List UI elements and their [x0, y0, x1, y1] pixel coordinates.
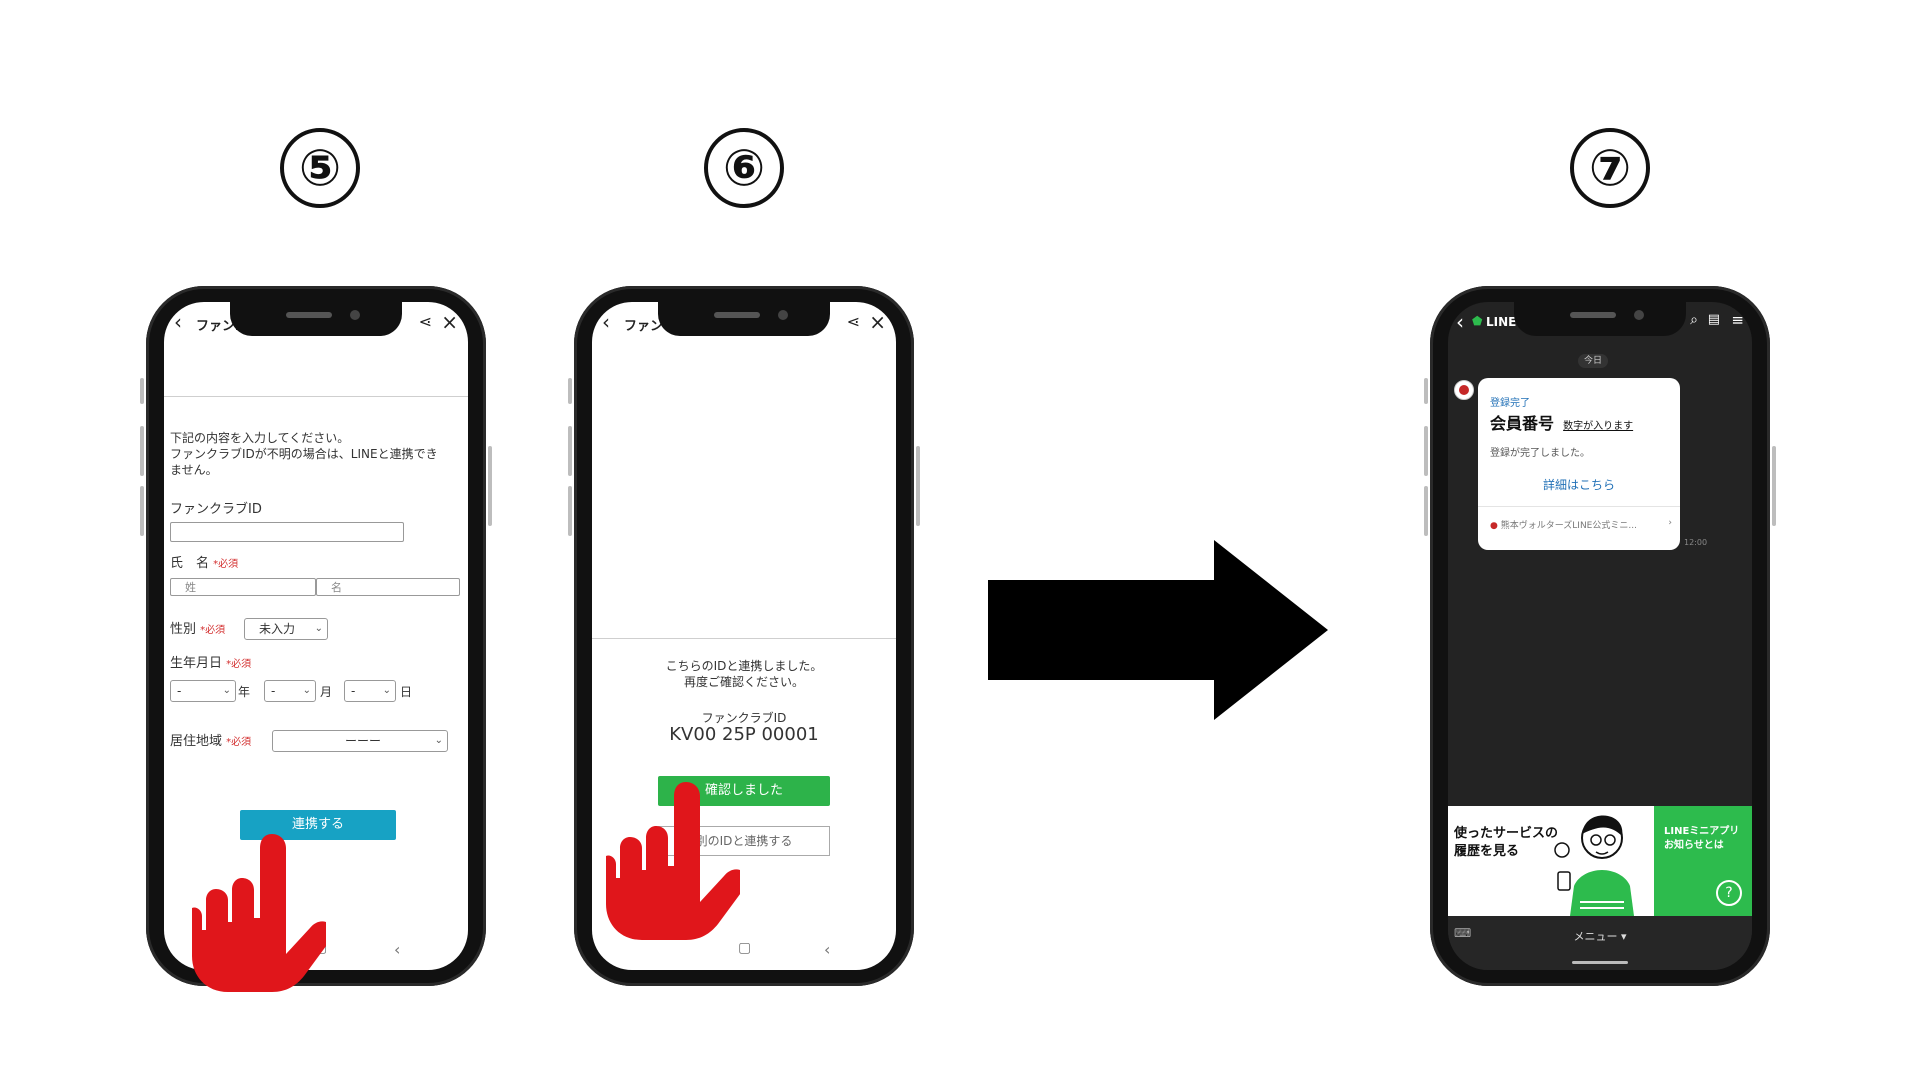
required-badge: *必須	[200, 625, 226, 636]
person-illustration	[1554, 815, 1634, 916]
pointing-hand-icon	[606, 782, 740, 940]
chevron-down-icon: ⌄	[302, 685, 311, 696]
shield-icon: ⬟	[1472, 314, 1483, 328]
birth-year-value: -	[177, 684, 182, 698]
promo-banner[interactable]: 使ったサービスの 履歴を見る LINEミニアプリ お知らせとは ?	[1448, 806, 1752, 916]
phone7-screen: ‹ ⬟ LINE ⌕ ▤ ≡ 今日 登録完了 会員番号 数字が入ります 登録が完…	[1448, 302, 1752, 970]
fanclub-id-label: ファンクラブID	[701, 711, 787, 725]
chevron-right-icon: ›	[1668, 518, 1672, 528]
last-name-input[interactable]: 姓	[170, 578, 316, 596]
rich-menu-bar: ⌨ メニュー ▾	[1448, 916, 1752, 970]
instruction-line-1: 下記の内容を入力してください。	[170, 431, 350, 445]
phone5-screen: ‹ ファン… ⋖ × 下記の内容を入力してください。 ファンクラブIDが不明の場…	[164, 302, 468, 970]
close-icon[interactable]: ×	[441, 310, 458, 334]
gender-label: 性別 *必須	[170, 622, 225, 639]
birth-day-select[interactable]: - ⌄	[344, 680, 396, 702]
menu-icon[interactable]: ≡	[1731, 311, 1744, 329]
avatar	[1454, 380, 1474, 400]
day-unit: 日	[400, 685, 413, 699]
step-number-6: ⑥	[704, 128, 784, 208]
source-logo-icon: ●	[1490, 521, 1498, 531]
region-label: 居住地域 *必須	[170, 734, 251, 751]
details-link[interactable]: 詳細はこちら	[1542, 478, 1615, 492]
date-chip: 今日	[1578, 354, 1608, 368]
birth-month-select[interactable]: - ⌄	[264, 680, 316, 702]
message-time: 12:00	[1684, 538, 1708, 547]
chat-title: LINE	[1486, 315, 1517, 329]
card-heading-text: 会員番号	[1490, 414, 1555, 433]
promo-green-panel[interactable]: LINEミニアプリ お知らせとは ?	[1654, 806, 1752, 916]
promo-text-line-2: 履歴を見る	[1454, 844, 1520, 859]
fanclub-id-input[interactable]	[170, 522, 404, 542]
phone6-topbar: ‹ ファン ⋖ ×	[592, 302, 896, 342]
name-label-text: 氏 名	[170, 556, 210, 571]
phone6-screen: ‹ ファン ⋖ × こちらのIDと連携しました。 再度ご確認ください。 ファンク…	[592, 302, 896, 970]
required-badge: *必須	[226, 659, 252, 670]
page-title: ファン	[624, 319, 664, 334]
notes-icon[interactable]: ▤	[1707, 312, 1720, 327]
step-number-7: ⑦	[1570, 128, 1650, 208]
pointing-hand-icon	[192, 834, 326, 992]
close-icon[interactable]: ×	[869, 310, 886, 334]
gender-label-text: 性別	[170, 622, 197, 637]
phone-step-5: ‹ ファン… ⋖ × 下記の内容を入力してください。 ファンクラブIDが不明の場…	[140, 286, 492, 992]
keyboard-icon[interactable]: ⌨	[1454, 926, 1472, 940]
back-icon[interactable]: ‹	[602, 310, 610, 334]
chevron-down-icon: ⌄	[434, 735, 443, 746]
share-icon[interactable]: ⋖	[418, 312, 432, 331]
required-badge: *必須	[213, 559, 239, 570]
chevron-down-icon: ⌄	[222, 685, 231, 696]
home-icon[interactable]: ▢	[738, 940, 752, 956]
name-label: 氏 名 *必須	[170, 556, 238, 573]
chevron-down-icon: ⌄	[314, 623, 323, 634]
instruction-line-3: ません。	[170, 463, 218, 477]
first-name-input[interactable]: 名	[316, 578, 460, 596]
message-card[interactable]: 登録完了 会員番号 数字が入ります 登録が完了しました。 詳細はこちら ● 熊本…	[1478, 378, 1680, 550]
gender-select[interactable]: 未入力 ⌄	[244, 618, 328, 640]
promo-green-line-1: LINEミニアプリ	[1664, 826, 1740, 837]
card-heading-note: 数字が入ります	[1563, 421, 1634, 432]
promo-text-line-1: 使ったサービスの	[1454, 826, 1559, 841]
linked-message-line-1: こちらのIDと連携しました。	[665, 659, 823, 673]
birthday-label-text: 生年月日	[170, 656, 223, 671]
birth-month-value: -	[271, 684, 276, 698]
card-source[interactable]: ● 熊本ヴォルターズLINE公式ミニ... ›	[1490, 518, 1672, 531]
home-indicator	[1572, 961, 1628, 964]
instruction-line-2: ファンクラブIDが不明の場合は、LINEと連携でき	[170, 447, 438, 461]
linked-message-line-2: 再度ご確認ください。	[683, 675, 804, 689]
line-chat-header: ‹ ⬟ LINE ⌕ ▤ ≡	[1448, 302, 1752, 342]
birthday-label: 生年月日 *必須	[170, 656, 251, 673]
fanclub-id-value: KV00 25P 00001	[669, 724, 819, 745]
menu-toggle[interactable]: メニュー ▾	[1573, 930, 1627, 943]
android-navbar: ▢ ‹	[592, 940, 896, 962]
gender-value: 未入力	[259, 622, 296, 636]
birth-year-select[interactable]: - ⌄	[170, 680, 236, 702]
search-icon[interactable]: ⌕	[1690, 312, 1698, 328]
card-heading: 会員番号 数字が入ります	[1490, 410, 1633, 434]
nav-back-icon[interactable]: ‹	[394, 940, 401, 959]
fanclub-id-label: ファンクラブID	[170, 502, 262, 517]
month-unit: 月	[320, 685, 333, 699]
share-icon[interactable]: ⋖	[846, 312, 860, 331]
card-tag: 登録完了	[1490, 398, 1530, 409]
region-select[interactable]: ーーー ⌄	[272, 730, 448, 752]
region-value: ーーー	[344, 734, 381, 748]
phone-step-7: ‹ ⬟ LINE ⌕ ▤ ≡ 今日 登録完了 会員番号 数字が入ります 登録が完…	[1424, 286, 1776, 986]
required-badge: *必須	[226, 737, 252, 748]
right-arrow-icon	[988, 540, 1328, 720]
back-icon[interactable]: ‹	[174, 310, 182, 334]
back-icon[interactable]: ‹	[1456, 310, 1464, 334]
link-account-button[interactable]: 連携する	[240, 810, 396, 840]
promo-green-line-2: お知らせとは	[1664, 840, 1724, 851]
chevron-down-icon: ⌄	[382, 685, 391, 696]
help-icon[interactable]: ?	[1716, 880, 1742, 906]
card-source-text: 熊本ヴォルターズLINE公式ミニ...	[1500, 521, 1637, 531]
card-body: 登録が完了しました。	[1490, 448, 1590, 459]
region-label-text: 居住地域	[170, 734, 223, 749]
phone-step-6: ‹ ファン ⋖ × こちらのIDと連携しました。 再度ご確認ください。 ファンク…	[568, 286, 920, 986]
nav-back-icon[interactable]: ‹	[824, 940, 831, 959]
birth-day-value: -	[351, 684, 356, 698]
step-number-5: ⑤	[280, 128, 360, 208]
year-unit: 年	[238, 685, 251, 699]
